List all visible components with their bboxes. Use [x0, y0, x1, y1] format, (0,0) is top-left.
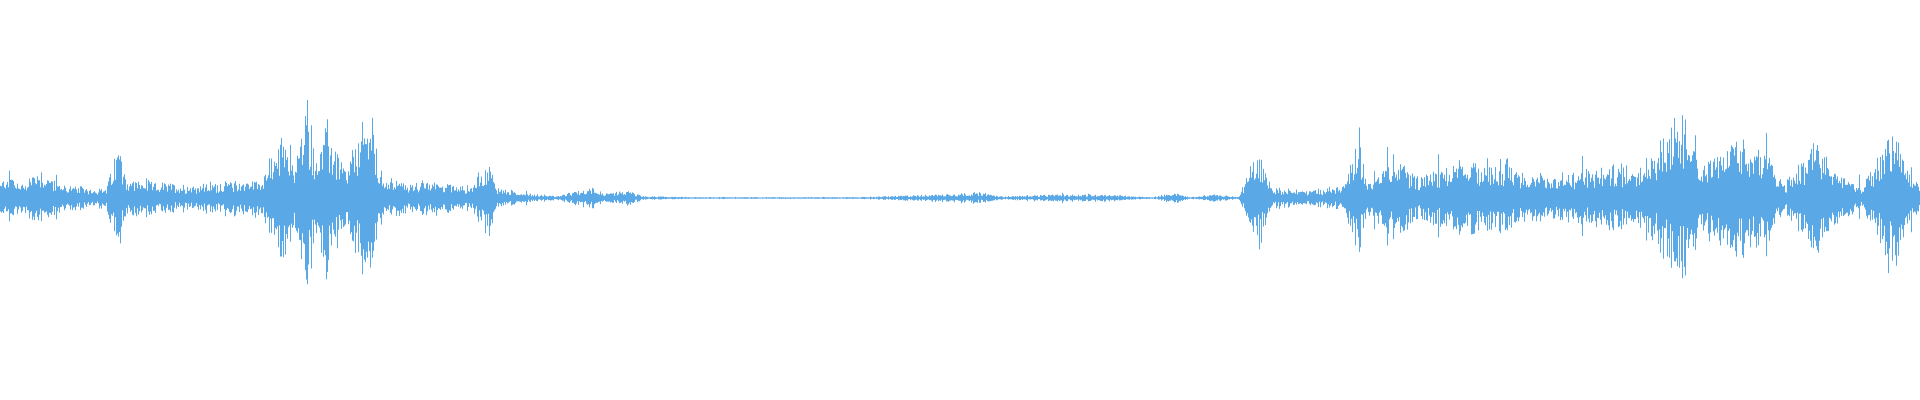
waveform-path: [0, 100, 1920, 285]
waveform-bars: [0, 100, 1920, 285]
